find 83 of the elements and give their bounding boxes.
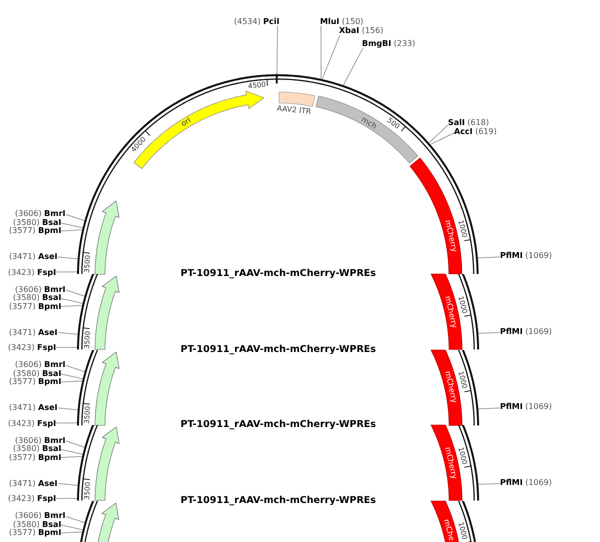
site-label: (3580) BsaI xyxy=(13,218,62,226)
site-label: PflMI (1069) xyxy=(500,328,552,336)
leader-line xyxy=(56,346,78,348)
leader-line xyxy=(60,374,84,380)
site-label: (4534) PciI xyxy=(234,18,280,26)
leader-line xyxy=(58,483,78,486)
site-label: (3471) AseI xyxy=(9,404,58,412)
leader-line xyxy=(478,332,500,334)
site-label: XbaI (156) xyxy=(339,27,384,35)
site-label: (3577) BpmI xyxy=(9,227,62,235)
site-label: (3580) BsaI xyxy=(13,520,62,528)
site-label: AccI (619) xyxy=(454,128,497,136)
pointed-feature-bar xyxy=(95,276,120,350)
plasmid-backbone xyxy=(80,500,98,542)
leader-line xyxy=(60,380,83,382)
site-label: (3471) AseI xyxy=(9,480,58,488)
site-label: (3423) FspI xyxy=(8,344,56,352)
site-label: PflMI (1069) xyxy=(500,403,552,411)
site-label: (3580) BsaI xyxy=(13,370,62,378)
leader-line xyxy=(66,214,86,222)
site-label: PflMI (1069) xyxy=(500,252,552,260)
leader-line xyxy=(276,25,278,75)
site-label: (3580) BsaI xyxy=(13,294,62,302)
plasmid-backbone xyxy=(77,350,98,425)
site-label: SalI (618) xyxy=(448,119,489,127)
site-label: (3471) AseI xyxy=(9,253,58,261)
leader-line xyxy=(428,124,448,144)
site-label: (3606) BmrI xyxy=(15,512,66,520)
leader-line xyxy=(58,256,78,260)
leader-line xyxy=(320,26,322,80)
leader-line xyxy=(60,524,84,530)
site-label: BmgBI (233) xyxy=(362,40,416,48)
plasmid-backbone xyxy=(77,425,98,500)
site-label: (3471) AseI xyxy=(9,328,58,336)
leader-line xyxy=(60,456,83,458)
site-label: (3577) BpmI xyxy=(9,454,62,462)
site-label: (3580) BsaI xyxy=(13,445,62,453)
leader-line xyxy=(58,408,78,410)
leader-line xyxy=(66,365,86,372)
site-label: (3423) FspI xyxy=(8,420,56,428)
site-label: (3577) BpmI xyxy=(9,529,62,537)
leader-line xyxy=(478,256,500,258)
pointed-feature-bar xyxy=(95,427,120,500)
plasmid-backbone xyxy=(458,425,479,500)
leader-line xyxy=(56,498,78,499)
site-label: (3423) FspI xyxy=(8,495,56,503)
leader-line xyxy=(430,132,454,145)
leader-line xyxy=(60,222,84,228)
map-title: PT-10911_rAAV-mch-mCherry-WPREs xyxy=(180,420,376,430)
leader-line xyxy=(56,422,78,424)
site-label: (3577) BpmI xyxy=(9,378,62,386)
leader-line xyxy=(58,332,78,335)
site-label: (3606) BmrI xyxy=(15,436,66,444)
site-label: (3423) FspI xyxy=(8,268,56,276)
plasmid-backbone xyxy=(458,350,479,425)
leader-line xyxy=(60,305,83,307)
site-label: PflMI (1069) xyxy=(500,478,552,486)
leader-line xyxy=(60,298,84,304)
leader-line xyxy=(478,483,500,485)
leader-line xyxy=(66,290,86,297)
leader-line xyxy=(60,532,83,534)
site-label: (3606) BmrI xyxy=(15,210,66,218)
leader-line xyxy=(322,34,340,80)
leader-line xyxy=(478,408,500,410)
leader-line xyxy=(56,271,78,272)
leader-line xyxy=(60,449,84,455)
leader-line xyxy=(342,48,364,86)
site-label: (3606) BmrI xyxy=(15,361,66,369)
site-label: (3577) BpmI xyxy=(9,302,62,310)
pointed-feature-bar xyxy=(98,502,120,542)
site-label: (3606) BmrI xyxy=(15,286,66,294)
leader-line xyxy=(66,516,86,524)
map-title: PT-10911_rAAV-mch-mCherry-WPREs xyxy=(180,496,376,505)
leader-line xyxy=(66,440,86,448)
plasmid-backbone xyxy=(458,500,476,542)
pointed-feature-bar xyxy=(95,352,120,425)
map-title: PT-10911_rAAV-mch-mCherry-WPREs xyxy=(180,344,376,354)
map-title: PT-10911_rAAV-mch-mCherry-WPREs xyxy=(180,269,376,278)
plasmid-backbone xyxy=(458,274,479,350)
leader-line xyxy=(60,230,83,232)
feature-bar xyxy=(430,500,459,542)
plasmid-backbone xyxy=(77,274,98,350)
site-label: MluI (150) xyxy=(320,18,364,26)
